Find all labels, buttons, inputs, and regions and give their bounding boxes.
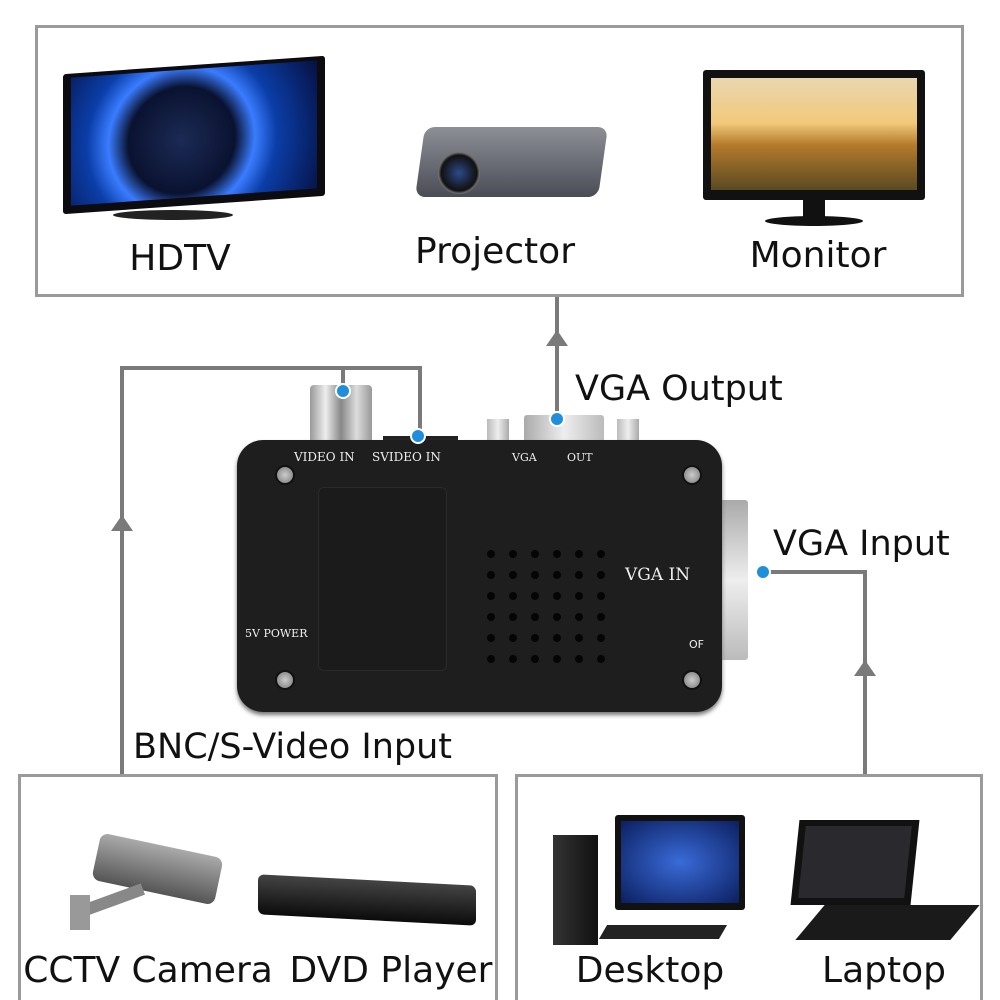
video-sources-box [18,774,498,1000]
video-in-line [341,366,345,390]
cctv-camera-image [70,832,230,935]
grille-hole [509,592,517,600]
label-panel [318,487,447,671]
grille-hole [531,592,539,600]
grille-hole [553,613,561,621]
grille-hole [531,613,539,621]
grille-hole [597,613,605,621]
screw-icon [682,670,702,690]
screw-icon [275,670,295,690]
grille-hole [509,550,517,558]
grille-hole [509,613,517,621]
grille-hole [531,550,539,558]
video-in-text: VIDEO IN [294,450,355,464]
power-text: 5V POWER [245,627,308,640]
bnc-input-line [120,366,124,776]
desktop-label: Desktop [575,950,725,991]
monitor-image [703,70,925,232]
converter-device: VIDEO IN SVIDEO IN VGA OUT VGA IN 5V POW… [237,440,722,712]
grille-hole [553,634,561,642]
vga-sources-box [515,774,983,1000]
dvd-player-label: DVD Player [289,950,493,991]
monitor-label: Monitor [749,235,887,276]
speaker-grille [487,550,617,665]
grille-hole [597,550,605,558]
vga-in-dot [755,564,771,580]
output-devices-box [35,25,964,297]
grille-hole [487,571,495,579]
vga-input-line-h [762,570,867,574]
vga-input-label: VGA Input [773,524,950,564]
svideo-in-dot [410,428,426,444]
grille-hole [553,655,561,663]
grille-hole [575,634,583,642]
desktop-image [553,815,753,955]
grille-hole [509,655,517,663]
video-in-dot [335,383,351,399]
hdtv-label: HDTV [129,238,231,279]
hdtv-image [63,45,328,220]
grille-hole [553,592,561,600]
projector-image [415,112,608,202]
arrow-up-icon [111,515,133,531]
grille-hole [553,550,561,558]
svideo-in-line [418,366,422,436]
bnc-svideo-input-label: BNC/S-Video Input [133,727,453,767]
grille-hole [487,613,495,621]
grille-hole [575,592,583,600]
grille-hole [531,634,539,642]
arrow-up-icon [854,660,876,676]
grille-hole [487,655,495,663]
svideo-in-text: SVIDEO IN [372,450,441,464]
vga-output-line [555,297,559,419]
grille-hole [575,571,583,579]
of-text: OF [689,638,704,651]
grille-hole [487,592,495,600]
grille-hole [597,655,605,663]
bnc-input-line-top [120,366,422,370]
grille-hole [487,634,495,642]
screw-icon [275,465,295,485]
grille-hole [597,571,605,579]
grille-hole [553,571,561,579]
grille-hole [575,550,583,558]
projector-label: Projector [415,231,575,272]
arrow-up-icon [546,330,568,346]
vga-in-text: VGA IN [625,565,691,585]
vga-out-dot [549,411,565,427]
vga-output-label: VGA Output [575,369,783,409]
grille-hole [531,655,539,663]
vga-in-connector [718,500,748,660]
grille-hole [575,655,583,663]
vga-text: VGA [512,451,537,464]
grille-hole [575,613,583,621]
grille-hole [509,634,517,642]
grille-hole [597,592,605,600]
grille-hole [597,634,605,642]
cctv-camera-label: CCTV Camera [23,950,273,991]
grille-hole [509,571,517,579]
laptop-image [790,820,980,950]
laptop-label: Laptop [822,950,946,991]
grille-hole [531,571,539,579]
grille-hole [487,550,495,558]
out-text: OUT [567,451,593,464]
screw-icon [682,465,702,485]
